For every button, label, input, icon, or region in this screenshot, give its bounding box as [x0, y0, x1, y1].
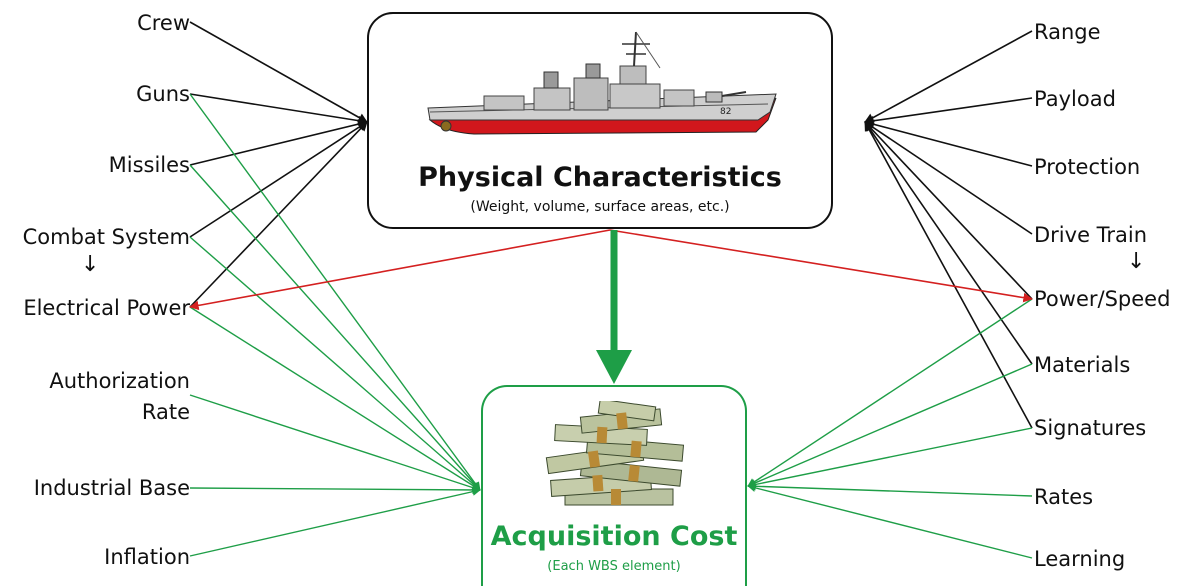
edge-materials-to-cost	[747, 363, 1033, 487]
factor-drive-train: Drive Train	[1034, 223, 1148, 247]
edge-rates-to-cost	[747, 482, 1033, 497]
factor-authorization-rate-line-2: Rate	[141, 400, 190, 424]
edge-authorization-rate-to-cost	[189, 394, 481, 492]
edge-physical-to-cost-arrowhead-icon	[596, 350, 632, 384]
edge-physical-to-electrical-power	[189, 229, 611, 311]
edge-learning-to-cost	[747, 483, 1033, 559]
edge-payload-to-physical	[864, 97, 1033, 126]
edge-power-speed-to-physical	[864, 121, 1033, 300]
money-stack-icon	[545, 401, 685, 506]
dependency-arrow-icon: ↓	[1127, 249, 1146, 274]
factor-power-speed: Power/Speed	[1034, 287, 1171, 311]
factor-missiles: Missiles	[108, 153, 190, 177]
factor-rates: Rates	[1034, 485, 1094, 509]
acquisition-cost-subtitle: (Each WBS element)	[547, 559, 681, 574]
edge-industrial-base-to-cost	[189, 485, 481, 495]
edge-protection-to-physical	[864, 119, 1033, 167]
factor-electrical-power: Electrical Power	[23, 296, 190, 320]
factor-crew: Crew	[137, 11, 190, 35]
factor-authorization-rate-line-1: Authorization	[49, 369, 190, 393]
factor-combat-system: Combat System	[22, 225, 190, 249]
physical-characteristics-title: Physical Characteristics	[418, 162, 782, 193]
factor-protection: Protection	[1034, 155, 1141, 179]
edge-crew-to-physical	[189, 21, 368, 123]
edge-signatures-to-cost	[747, 427, 1033, 489]
edge-combat-system-to-physical	[189, 121, 368, 238]
acquisition-cost-box: Acquisition Cost (Each WBS element)	[481, 385, 747, 586]
physical-characteristics-box: 82 Physical Characteristics (Weight, vol…	[367, 12, 833, 229]
factor-materials: Materials	[1034, 353, 1131, 377]
edge-electrical-power-to-cost	[189, 306, 481, 491]
edge-missiles-to-physical	[189, 119, 368, 166]
edge-range-to-physical	[864, 30, 1033, 123]
edge-drive-train-to-physical	[864, 121, 1033, 235]
factor-learning: Learning	[1034, 547, 1126, 571]
factor-guns: Guns	[136, 82, 190, 106]
factor-signatures: Signatures	[1034, 416, 1147, 440]
edge-guns-to-physical	[189, 93, 368, 126]
factor-authorization-rate: Authorization Rate	[49, 369, 190, 424]
hull-number: 82	[720, 107, 731, 117]
acquisition-cost-title: Acquisition Cost	[490, 521, 738, 552]
edge-physical-to-power-speed	[609, 229, 1033, 303]
dependency-arrow-icon: ↓	[81, 252, 100, 277]
edge-inflation-to-cost	[189, 487, 481, 557]
factor-inflation: Inflation	[104, 545, 190, 569]
factor-industrial-base: Industrial Base	[33, 476, 190, 500]
factor-payload: Payload	[1034, 87, 1116, 111]
factor-range: Range	[1034, 20, 1101, 44]
edge-guns-to-cost	[189, 93, 481, 491]
edge-combat-system-to-cost	[189, 236, 481, 491]
edge-materials-to-physical	[864, 121, 1033, 365]
destroyer-ship-icon: 82	[427, 31, 777, 135]
edge-missiles-to-cost	[189, 164, 481, 491]
edge-signatures-to-physical	[864, 121, 1033, 429]
edge-power-speed-to-cost	[747, 298, 1033, 487]
physical-characteristics-subtitle: (Weight, volume, surface areas, etc.)	[470, 199, 730, 215]
